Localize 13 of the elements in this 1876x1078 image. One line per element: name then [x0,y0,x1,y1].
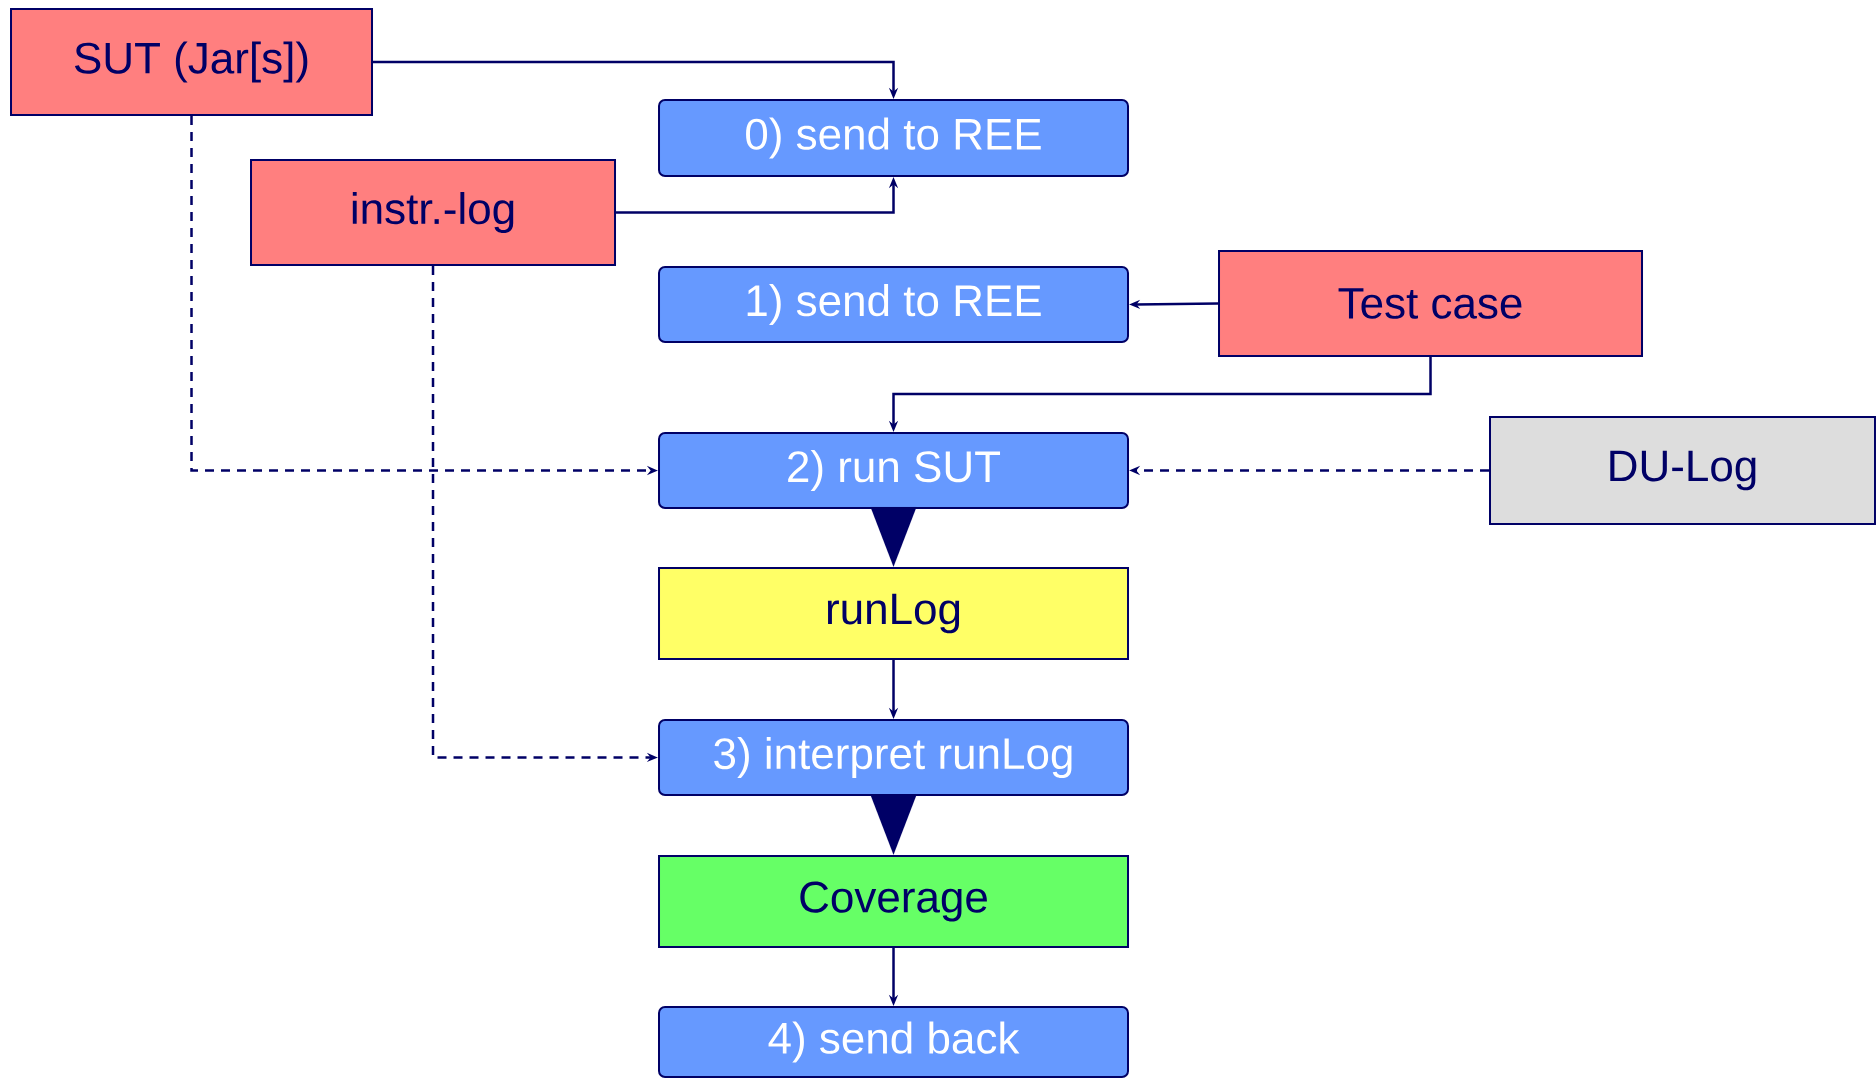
result-box: Coverage [658,855,1129,948]
process-box: 4) send back [658,1006,1129,1078]
triangle-arrow [870,794,917,855]
process-box: 0) send to REE [658,99,1129,177]
process-box: 3) interpret runLog [658,719,1129,796]
data-box: DU-Log [1489,416,1876,525]
triangle-arrow [870,506,917,567]
process-box: 2) run SUT [658,432,1129,509]
input-box: SUT (Jar[s]) [10,8,373,116]
process-box: 1) send to REE [658,266,1129,343]
input-box: instr.-log [250,159,616,266]
input-box: Test case [1218,250,1643,357]
data-box: runLog [658,567,1129,660]
